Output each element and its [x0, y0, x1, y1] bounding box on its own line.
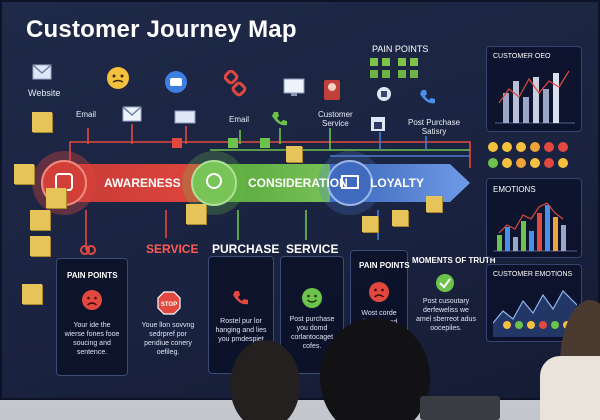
emotions-panel: EMOTIONS [486, 178, 582, 258]
email-label-left: Email [76, 110, 97, 119]
panel-title: CUSTOMER OEO [493, 53, 551, 60]
people-icon-group [370, 58, 418, 78]
page-title: Customer Journey Map [26, 16, 297, 43]
card-text: Your ide the wierse fones fooe soucing a… [64, 322, 120, 356]
monitor-icon [174, 110, 196, 124]
sticky-note [14, 164, 34, 184]
section-purchase: PURCHASE [212, 242, 280, 256]
emotions-chart-graphic [493, 202, 577, 252]
panel-title: CUSTOMER EMOTIONS [493, 271, 573, 278]
panel-title: EMOTIONS [493, 185, 536, 194]
post-purchase-label: Post Purchase Satisry [408, 118, 461, 136]
pain-points-top-label: PAIN POINTS [372, 44, 429, 54]
check-icon [436, 274, 454, 292]
card-text: Rostel pur lor hanging and lies you pmde… [215, 318, 267, 343]
emotion-faces-row [488, 140, 580, 172]
sticky-note [32, 112, 52, 132]
email-label-mid: Email [229, 115, 250, 124]
sad-face-icon [82, 290, 102, 310]
stop-card: STOP Youe llon sovvng sedrpref por pendi… [136, 266, 200, 368]
phone-icon [272, 112, 287, 126]
link-icon [224, 70, 247, 97]
phone-icon [233, 291, 248, 305]
customer-service-label: Customer Service [318, 110, 353, 128]
stage-loyalty: LOYALTY [370, 176, 425, 190]
person-icon [377, 87, 391, 101]
stage-awareness: AWARENESS [104, 176, 181, 190]
card-title: PAIN POINTS [359, 261, 410, 270]
email-icon [32, 64, 52, 80]
support-icon [324, 80, 340, 100]
person-shoulder [540, 356, 600, 420]
section-service-left: SERVICE [146, 242, 199, 256]
person-icon [371, 117, 385, 131]
section-service-mid: SERVICE [286, 242, 339, 256]
flow-connectors [69, 124, 471, 250]
person-head [320, 318, 430, 420]
moments-card: Post cusoutary derfeweliss we amel sberr… [412, 264, 480, 346]
svg-text:STOP: STOP [161, 302, 177, 308]
stage-consideration: CONSIDERATION [248, 176, 348, 190]
email-icon [122, 106, 142, 122]
monitor-icon [283, 78, 305, 96]
sticky-note [392, 210, 408, 226]
website-label: Website [28, 88, 61, 98]
laptop [420, 396, 500, 420]
sticky-note [22, 284, 42, 304]
card-text: Post purchase you domd corlantocaget cof… [289, 316, 335, 350]
card-text: Youe llon sovvng sedrpref por pendiue co… [141, 322, 195, 356]
emoji-icon [107, 67, 129, 89]
journey-map-board: Customer Journey Map Website Email Email [0, 0, 600, 400]
chat-icon [165, 71, 187, 93]
pain-points-card: PAIN POINTS Your ide the wierse fones fo… [56, 258, 128, 376]
sticky-note [186, 204, 206, 224]
bar-chart-graphic [495, 70, 575, 124]
link-icon [80, 245, 96, 255]
stop-icon: STOP [157, 291, 181, 315]
card-title: PAIN POINTS [67, 271, 118, 280]
sticky-note [286, 146, 302, 162]
customer-insights-panel: CUSTOMER OEO [486, 46, 582, 132]
person-head [230, 340, 300, 420]
sticky-note [30, 210, 50, 230]
section-moments-of-truth: MOMENTS OF TRUTH [412, 256, 496, 265]
sticky-note [426, 196, 442, 212]
happy-face-icon [302, 288, 322, 308]
card-text: Post cusoutary derfeweliss we amel sberr… [416, 298, 476, 332]
customer-emotions-panel: CUSTOMER EMOTIONS [486, 264, 582, 342]
phone-icon [420, 90, 435, 104]
sticky-note [46, 188, 66, 208]
sticky-note [362, 216, 378, 232]
sad-face-icon [369, 282, 389, 302]
sticky-note [30, 236, 50, 256]
